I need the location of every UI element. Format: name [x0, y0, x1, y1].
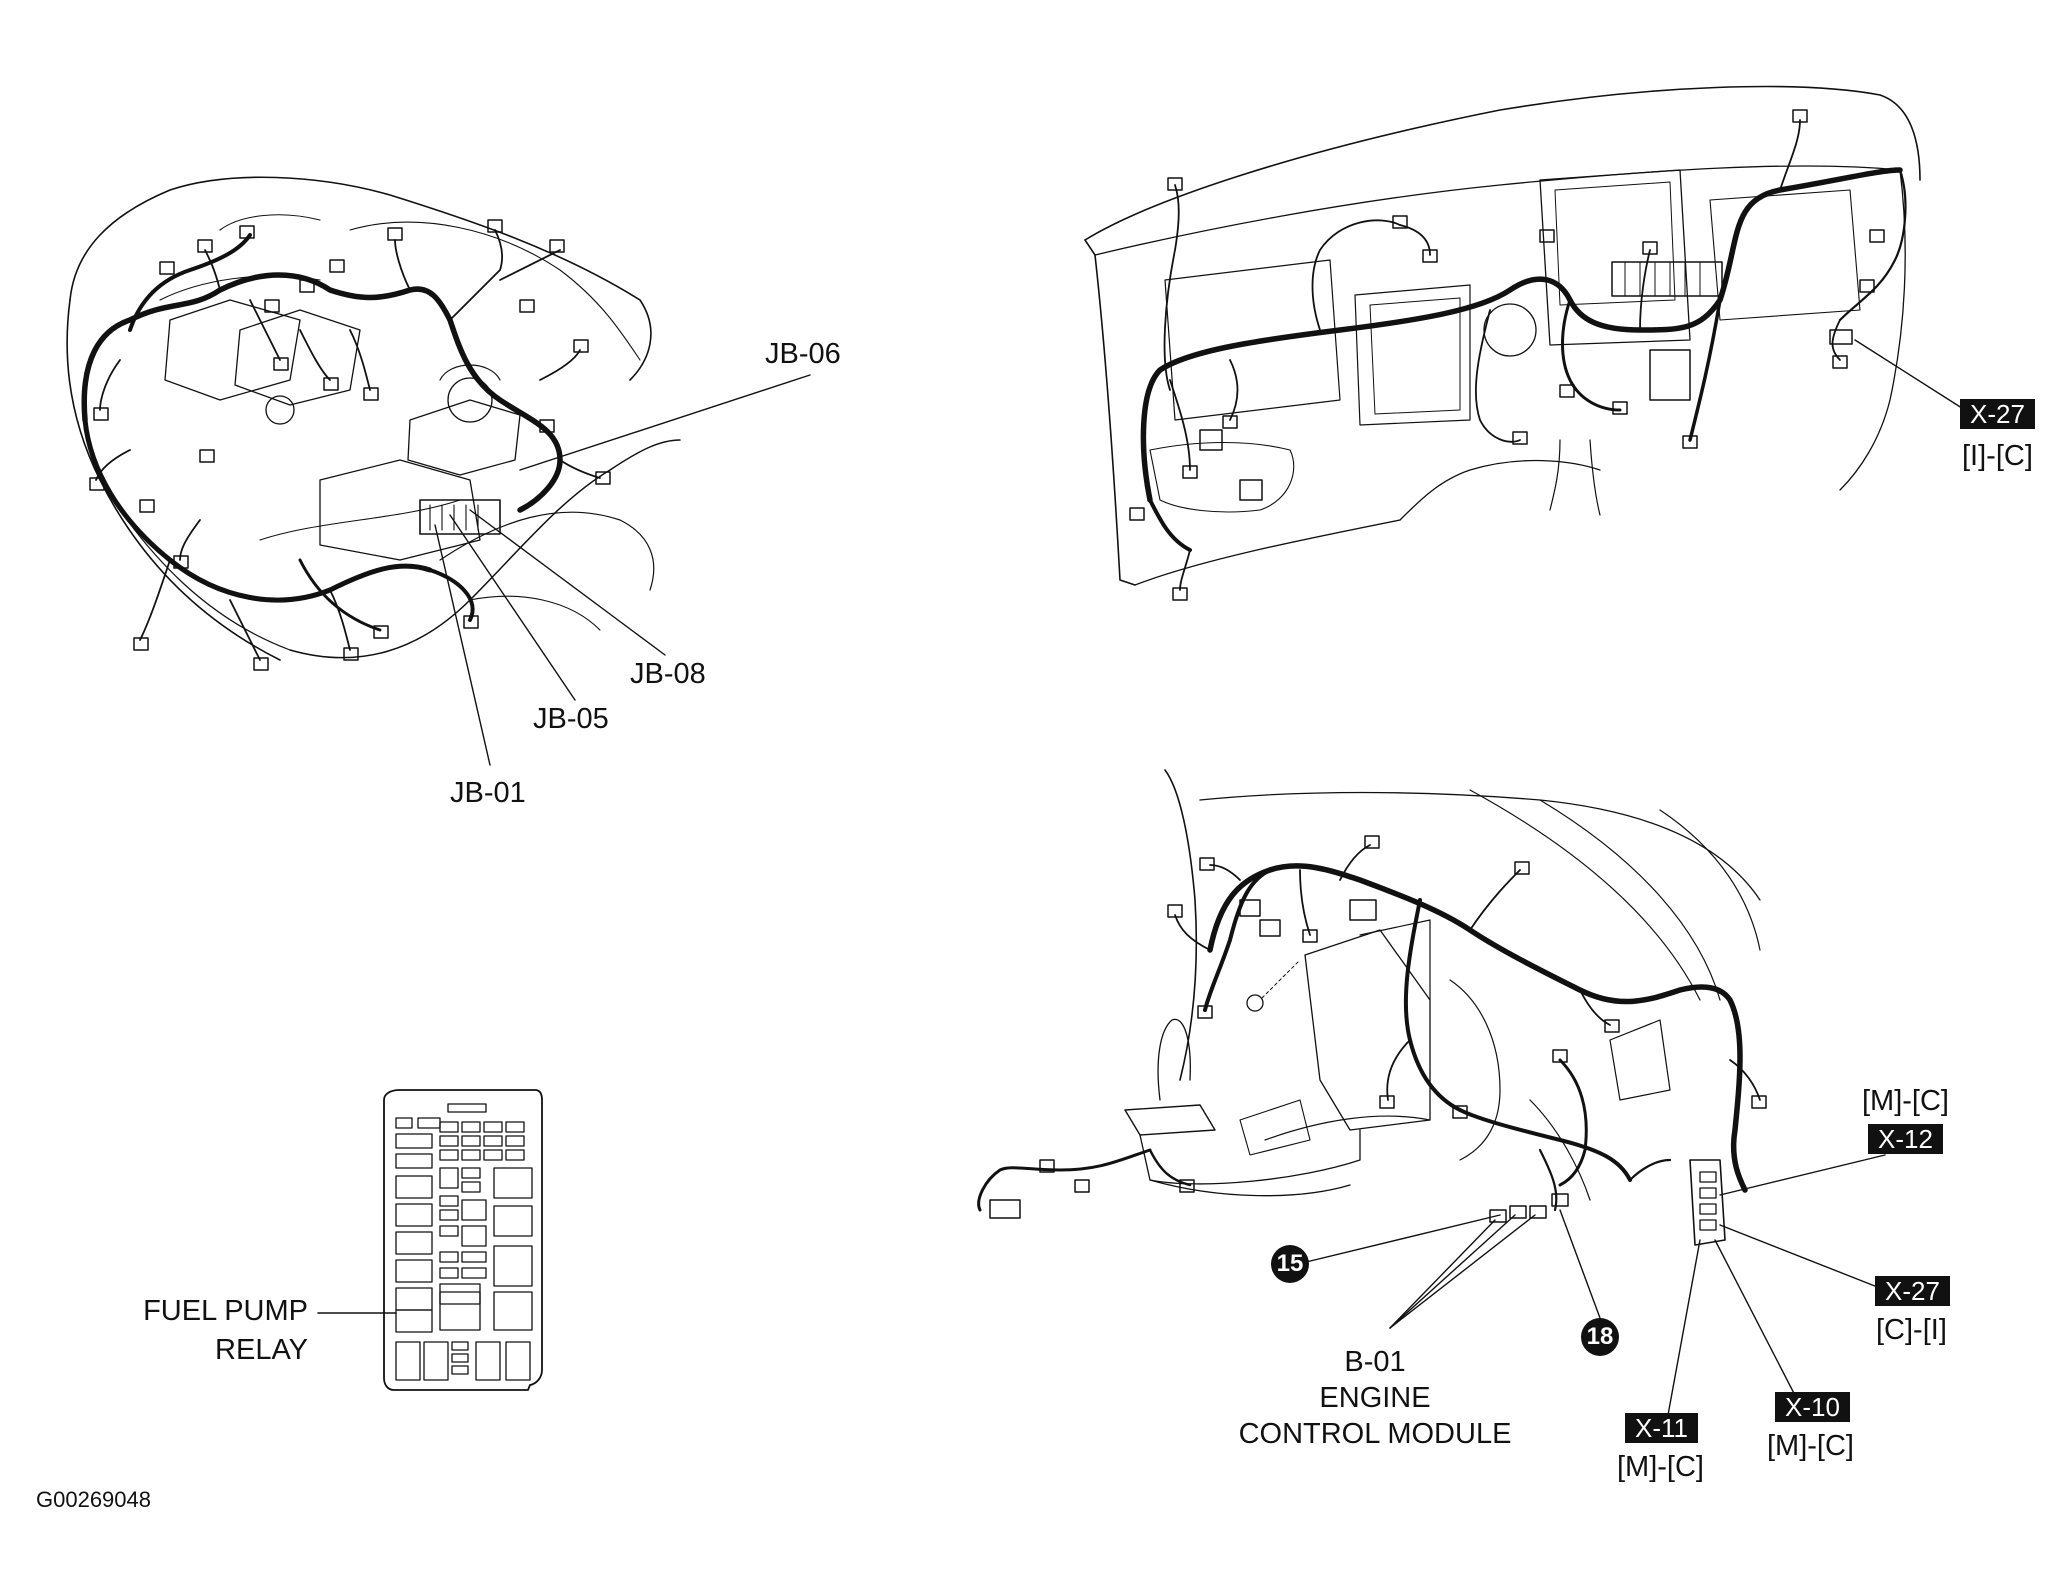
pin-18-badge: 18	[1581, 1318, 1619, 1356]
engine-bay-leaders	[434, 374, 811, 766]
callout-jb-06: JB-06	[765, 338, 841, 370]
dashboard-x27-connector-tag: X-27	[1960, 399, 2035, 429]
fuel-pump-relay-label-line1: FUEL PUMP	[143, 1295, 308, 1327]
dashboard-x27-grid-ref: [I]-[C]	[1962, 440, 2033, 472]
x27-grid-ref: [C]-[I]	[1876, 1314, 1947, 1346]
x11-grid-ref: [M]-[C]	[1617, 1451, 1704, 1483]
ecm-label-line2: ENGINE	[1319, 1382, 1431, 1414]
ecm-label-line1: B-01	[1344, 1346, 1406, 1378]
callout-jb-01: JB-01	[450, 777, 526, 809]
figure-id: G00269048	[36, 1487, 151, 1512]
fuel-pump-relay-label-line2: RELAY	[215, 1334, 308, 1366]
callout-jb-05: JB-05	[533, 703, 609, 735]
x10-grid-ref: [M]-[C]	[1767, 1430, 1854, 1462]
pin-15-badge: 15	[1271, 1245, 1309, 1283]
callout-jb-08: JB-08	[630, 658, 706, 690]
dashboard-x27-leader	[1854, 339, 1966, 411]
x10-connector-tag: X-10	[1775, 1392, 1850, 1422]
fuse-box-illustration	[383, 1089, 543, 1391]
x12-grid-ref: [M]-[C]	[1862, 1085, 1949, 1117]
floor-console-illustration	[977, 769, 1767, 1246]
dashboard-illustration	[1084, 85, 1921, 601]
x27-connector-tag: X-27	[1875, 1276, 1950, 1306]
engine-bay-illustration	[66, 176, 681, 671]
floor-console-leaders	[1301, 1154, 1886, 1416]
x11-connector-tag: X-11	[1625, 1413, 1698, 1443]
ecm-label-line3: CONTROL MODULE	[1238, 1418, 1512, 1450]
x12-connector-tag: X-12	[1868, 1124, 1943, 1154]
